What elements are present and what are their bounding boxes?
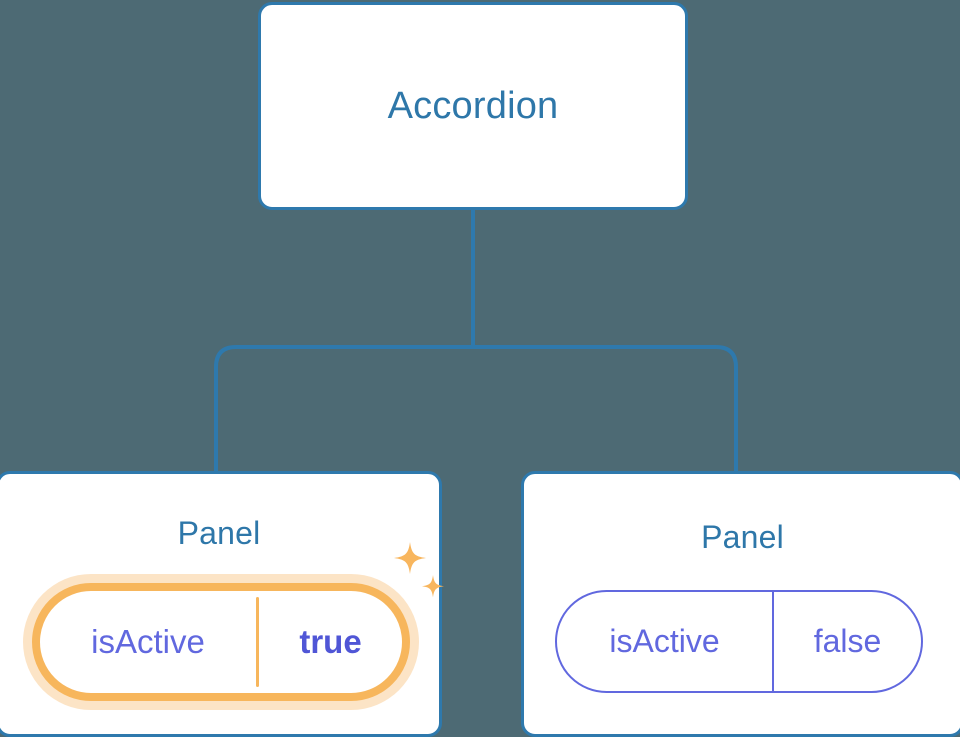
prop-pill-value: false [813,623,882,659]
prop-pill-wrap-active: isActive true [32,583,410,701]
prop-pill-key: isActive [91,623,205,660]
prop-pill-wrap-inactive: isActive false [555,590,923,693]
prop-pill-divider [772,592,774,691]
prop-pill-isactive-false[interactable]: isActive false [555,590,923,693]
connector-branch-bar [214,345,738,471]
node-accordion[interactable]: Accordion [258,2,688,210]
node-panel-inactive-title: Panel [701,519,784,555]
prop-pill-divider [256,597,259,687]
node-accordion-title: Accordion [387,85,559,127]
prop-pill-isactive-true[interactable]: isActive true [32,583,410,701]
prop-pill-key: isActive [609,623,720,659]
node-panel-active-title: Panel [177,515,261,551]
prop-pill-value: true [299,623,362,660]
